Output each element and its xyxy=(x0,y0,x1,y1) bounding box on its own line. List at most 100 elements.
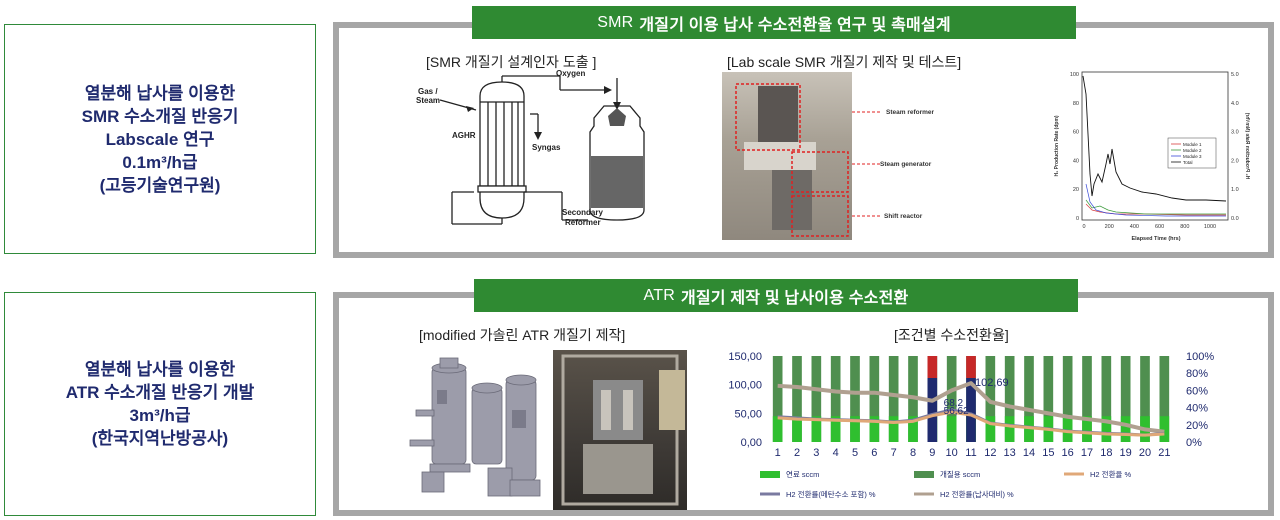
atr-x-tick: 7 xyxy=(891,447,897,459)
left-card-line: (한국지역난방공사) xyxy=(91,429,229,448)
mini-x-tick: 200 xyxy=(1105,224,1114,230)
atr-data-label: 56,62 xyxy=(944,406,969,417)
banner-smr-prefix: SMR xyxy=(597,13,634,31)
mini-x-tick: 1000 xyxy=(1204,224,1216,230)
photo-label-steam-reformer: Steam reformer xyxy=(886,109,935,116)
atr-x-tick: 5 xyxy=(852,447,858,459)
left-card-smr: 열분해 납사를 이용한 SMR 수소개질 반응기 Labscale 연구 0.1… xyxy=(4,24,316,254)
atr-bar-reforming xyxy=(1159,356,1170,442)
atr-legend-label: H2 전환률(메탄수소 포함) % xyxy=(786,489,876,499)
atr-y-tick: 50,00 xyxy=(734,408,762,420)
atr-line-series-4 xyxy=(777,381,1165,434)
atr-bar-reforming xyxy=(811,356,822,442)
mini-x-tick: 400 xyxy=(1130,224,1139,230)
mini-right-tick: 3.0 xyxy=(1231,130,1239,136)
mini-right-tick: 1.0 xyxy=(1231,187,1239,193)
smr-lab-photo xyxy=(722,72,852,240)
banner-atr-prefix: ATR xyxy=(643,286,675,304)
mini-chart-series-module2 xyxy=(1085,199,1226,215)
smr-process-diagram: Gas / Steam AGHR Syngas Oxygen Secondary… xyxy=(416,69,645,227)
mini-x-tick: 0 xyxy=(1082,224,1085,230)
banner-smr: SMR 개질기 이용 납사 수소전환율 연구 및 촉매설계 xyxy=(472,6,1076,39)
atr-bar-fuel xyxy=(792,416,802,442)
atr-y-tick: 0,00 xyxy=(741,437,762,449)
left-card-line: 3m³/h급 xyxy=(129,406,191,425)
atr-bar-fuel xyxy=(1159,416,1170,442)
atr-legend-label: H2 전환률(납사대비) % xyxy=(940,489,1014,499)
atr-bar-reforming xyxy=(1101,356,1112,442)
atr-bar-fuel xyxy=(1101,416,1112,442)
mini-legend-module2: Module 2 xyxy=(1183,148,1202,153)
atr-bar-reforming xyxy=(985,356,996,442)
atr-legend-label: H2 전환율 % xyxy=(1090,469,1131,479)
atr-y2-tick: 40% xyxy=(1186,403,1208,415)
atr-bar-reforming xyxy=(869,356,880,442)
left-card-line: 열분해 납사를 이용한 xyxy=(84,360,236,379)
atr-x-tick: 15 xyxy=(1042,447,1054,459)
diagram-label-oxygen: Oxygen xyxy=(556,69,585,78)
left-card-line: 열분해 납사를 이용한 xyxy=(84,83,236,103)
atr-bar-reforming xyxy=(772,356,783,442)
atr-y2-tick: 20% xyxy=(1186,420,1208,432)
mini-chart-xlabel: Elapsed Time (hrs) xyxy=(1131,236,1180,242)
caption-smr-design: [SMR 개질기 설계인자 도출 ] xyxy=(426,54,597,70)
mini-right-tick: 2.0 xyxy=(1231,158,1239,164)
atr-bar-reforming xyxy=(792,356,802,442)
mini-left-tick: 60 xyxy=(1073,130,1079,136)
banner-atr-title: 개질기 제작 및 납사이용 수소전환 xyxy=(680,289,909,307)
atr-photo xyxy=(553,350,687,510)
atr-x-tick: 1 xyxy=(775,447,781,459)
atr-bar-reforming xyxy=(1082,356,1092,442)
atr-y2-tick: 100% xyxy=(1186,351,1214,363)
left-card-atr-text: 열분해 납사를 이용한 ATR 수소개질 반응기 개발 3m³/h급 (한국지역… xyxy=(66,358,255,450)
smr-photo-labels-area xyxy=(852,72,1022,240)
mini-chart-ylabel: H₂ Production Rate (dpm) xyxy=(1054,115,1060,176)
diagram-label-gas: Gas / xyxy=(418,87,438,96)
atr-bar-reforming xyxy=(1004,356,1015,442)
atr-bar-fuel xyxy=(946,416,957,442)
mini-x-tick: 800 xyxy=(1180,224,1189,230)
atr-bar-fuel xyxy=(1062,416,1073,442)
atr-x-tick: 2 xyxy=(794,447,800,459)
smr-photo-drawing xyxy=(735,83,849,237)
mini-chart-legend xyxy=(1167,137,1217,169)
left-card-smr-text: 열분해 납사를 이용한 SMR 수소개질 반응기 Labscale 연구 0.1… xyxy=(82,82,239,197)
atr-x-tick: 9 xyxy=(929,447,935,459)
atr-legend-label: 개질용 sccm xyxy=(940,469,980,479)
atr-x-tick: 20 xyxy=(1139,447,1151,459)
caption-smr-test: [Lab scale SMR 개질기 제작 및 테스트] xyxy=(727,54,962,70)
photo-label-steam-generator: Steam generator xyxy=(880,161,932,168)
atr-x-tick: 8 xyxy=(910,447,916,459)
left-card-line: (고등기술연구원) xyxy=(99,175,221,195)
atr-x-tick: 10 xyxy=(946,447,958,459)
atr-bar-fuel xyxy=(888,416,899,442)
left-card-line: 0.1m³/h급 xyxy=(122,152,198,172)
atr-photo-drawing xyxy=(561,354,685,506)
atr-y-tick: 150,00 xyxy=(728,351,762,363)
banner-atr: ATR 개질기 제작 및 납사이용 수소전환 xyxy=(474,279,1078,312)
left-card-line: SMR 수소개질 반응기 xyxy=(81,106,239,126)
left-card-atr: 열분해 납사를 이용한 ATR 수소개질 반응기 개발 3m³/h급 (한국지역… xyxy=(4,292,316,516)
atr-x-tick: 16 xyxy=(1062,447,1074,459)
diagram-label-aghr: AGHR xyxy=(452,131,476,140)
atr-3d-render xyxy=(402,350,550,510)
mini-chart-y2label: H₂ Production Rate (Nm³/hr) xyxy=(1244,112,1250,179)
diagram-label-syngas: Syngas xyxy=(532,143,561,152)
atr-highlight-bar xyxy=(966,356,976,378)
atr-bar-fuel xyxy=(850,416,860,442)
atr-bar-fuel xyxy=(1082,416,1092,442)
mini-legend-total: Total xyxy=(1183,160,1193,165)
mini-right-tick: 4.0 xyxy=(1231,101,1239,107)
smr-photo-callouts: Steam reformer Steam generator Shift rea… xyxy=(852,109,935,220)
atr-bar-reforming xyxy=(850,356,860,442)
diagram-label-secondary: Secondary xyxy=(562,208,603,217)
atr-bar-reforming xyxy=(1043,356,1054,442)
atr-bar-fuel xyxy=(811,416,822,442)
atr-y2-tick: 0% xyxy=(1186,437,1202,449)
diagram-label-steam: Steam xyxy=(416,96,440,105)
atr-legend-label: 연료 sccm xyxy=(786,470,819,479)
atr-x-tick: 11 xyxy=(965,447,976,459)
atr-data-label: 68,2 xyxy=(944,398,964,409)
atr-bar-reforming xyxy=(888,356,899,442)
